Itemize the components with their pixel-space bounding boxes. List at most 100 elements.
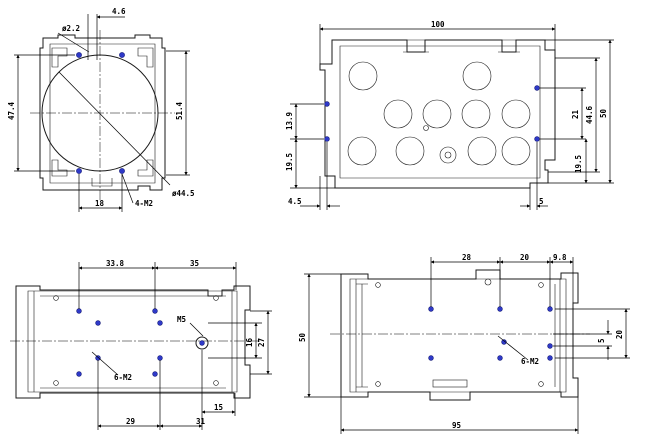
front-inner-outline xyxy=(49,43,156,184)
dim-21: 21 xyxy=(571,109,580,119)
side-hole-r2 xyxy=(534,136,540,142)
bottom-small-hole-4 xyxy=(213,380,219,386)
side-hole-l1 xyxy=(324,101,330,107)
front-corner-tabs xyxy=(51,47,154,177)
dim-28: 28 xyxy=(462,253,472,262)
dim-m5: M5 xyxy=(177,315,186,324)
top-right-rails xyxy=(554,279,561,392)
bottom-hole-5 xyxy=(95,355,101,361)
top-hole-2 xyxy=(497,306,503,312)
side-circle-1 xyxy=(348,61,378,91)
side-hole-l2 xyxy=(324,136,330,142)
dim-44-6: 44.6 xyxy=(585,105,594,124)
side-circle-5 xyxy=(461,99,491,129)
side-circle-9-inner xyxy=(444,151,452,159)
top-view: 28 20 9.8 50 20 5 6-M2 95 xyxy=(298,253,630,434)
bottom-leader-m5 xyxy=(189,322,204,337)
bottom-leader-m2 xyxy=(91,351,119,376)
dim-20-right: 20 xyxy=(615,329,624,339)
side-circle-2 xyxy=(462,61,492,91)
bottom-hole-7 xyxy=(76,371,82,377)
bottom-m5-center xyxy=(199,340,205,346)
bottom-housing-outline xyxy=(15,285,251,399)
dim-100: 100 xyxy=(431,20,445,29)
side-housing-outline xyxy=(319,39,556,189)
top-small-hole-4 xyxy=(538,381,544,387)
top-hole-1 xyxy=(428,306,434,312)
top-hole-3 xyxy=(547,306,553,312)
dim-4-6: 4.6 xyxy=(112,7,126,16)
dim-6-m2-top: 6-M2 xyxy=(521,357,539,366)
dim-51-4: 51.4 xyxy=(175,101,184,120)
dim-4-5: 4.5 xyxy=(288,197,302,206)
side-hole-r1 xyxy=(534,85,540,91)
top-tab-hole xyxy=(484,278,492,286)
dim-50-top: 50 xyxy=(298,332,307,342)
dim-20: 20 xyxy=(520,253,530,262)
front-leader-m2 xyxy=(121,173,134,204)
dim-47-4: 47.4 xyxy=(7,101,16,120)
bottom-hole-2 xyxy=(152,308,158,314)
dim-5: 5 xyxy=(539,197,544,206)
top-hole-8 xyxy=(547,355,553,361)
side-circle-3 xyxy=(383,99,413,129)
bottom-hole-8 xyxy=(152,371,158,377)
top-left-rails xyxy=(355,279,368,392)
front-view: 4.6 ø2.2 47.4 51.4 18 4-M2 ø44.5 xyxy=(7,7,195,212)
top-small-hole-3 xyxy=(538,282,544,288)
top-leader-m2 xyxy=(497,335,529,361)
front-bottom-tab xyxy=(91,178,113,187)
side-circle-9 xyxy=(439,146,457,164)
top-small-hole-2 xyxy=(375,381,381,387)
side-circle-10 xyxy=(467,136,497,166)
bottom-small-hole-3 xyxy=(213,295,219,301)
top-inner-outline xyxy=(349,278,567,393)
top-connector xyxy=(432,379,468,388)
dim-50: 50 xyxy=(599,108,608,118)
side-circle-7 xyxy=(347,136,377,166)
dim-27: 27 xyxy=(257,338,266,347)
front-diameter-leader xyxy=(58,71,171,186)
bottom-hole-4 xyxy=(157,320,163,326)
dim-95: 95 xyxy=(452,421,461,430)
top-small-hole-1 xyxy=(375,282,381,288)
side-top-tabs xyxy=(403,39,520,53)
dim-19-5-left: 19.5 xyxy=(285,153,294,171)
dim-6-m2: 6-M2 xyxy=(114,373,132,382)
dim-35: 35 xyxy=(190,259,199,268)
top-hole-6 xyxy=(428,355,434,361)
dim-4-m2: 4-M2 xyxy=(135,199,153,208)
dim-9-8: 9.8 xyxy=(553,253,567,262)
top-hole-7 xyxy=(497,355,503,361)
top-housing-outline xyxy=(340,269,579,401)
side-circle-4 xyxy=(422,99,452,129)
front-hole-tr xyxy=(119,52,125,58)
dim-15: 15 xyxy=(214,403,223,412)
side-circle-11 xyxy=(501,136,531,166)
bottom-view: 33.8 35 M5 16 27 6-M2 29 31 15 xyxy=(10,259,272,430)
front-hole-br xyxy=(119,168,125,174)
dim-13-9: 13.9 xyxy=(285,111,294,130)
front-housing-outline xyxy=(39,34,166,191)
bottom-hole-3 xyxy=(95,320,101,326)
dim-33-8: 33.8 xyxy=(106,259,125,268)
front-hole-tl xyxy=(76,52,82,58)
bottom-hole-6 xyxy=(157,355,163,361)
bottom-small-hole-1 xyxy=(53,295,59,301)
top-hole-4 xyxy=(501,339,507,345)
bottom-side-rails xyxy=(33,291,233,392)
dim-31: 31 xyxy=(196,417,206,426)
dim-dia-2-2: ø2.2 xyxy=(62,24,80,33)
bottom-hole-1 xyxy=(76,308,82,314)
dim-19-5-right: 19.5 xyxy=(574,155,583,173)
side-view: 100 50 44.6 21 19.5 13.9 19.5 4.5 5 xyxy=(285,20,614,210)
dim-18: 18 xyxy=(95,199,105,208)
bottom-small-hole-2 xyxy=(53,380,59,386)
side-circle-8 xyxy=(395,136,425,166)
front-hole-bl xyxy=(76,168,82,174)
top-hole-5 xyxy=(547,343,553,349)
side-inner-outline xyxy=(339,45,541,179)
front-leader-22 xyxy=(57,32,90,53)
dim-5-top: 5 xyxy=(597,338,606,343)
